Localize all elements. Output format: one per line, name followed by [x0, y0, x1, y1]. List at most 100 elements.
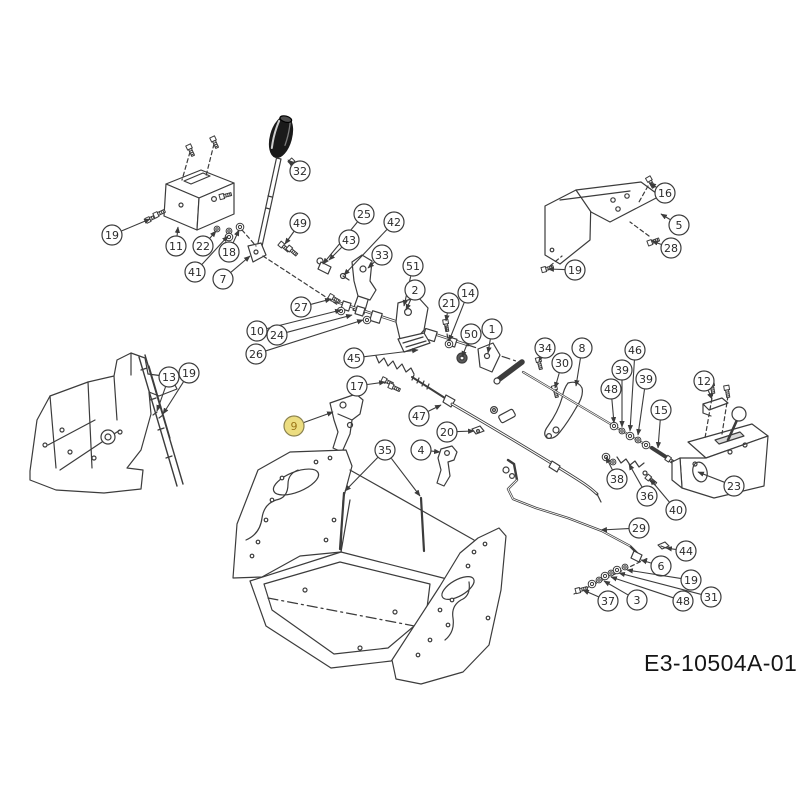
balloon-49[interactable]: 49 — [284, 212, 311, 245]
balloon-51[interactable]: 51 — [402, 255, 424, 307]
balloon-circle — [597, 590, 619, 612]
balloon-circle — [410, 439, 432, 461]
leader-line — [310, 297, 332, 305]
balloon-48[interactable]: 48 — [610, 576, 694, 612]
balloon-46[interactable]: 46 — [624, 339, 646, 432]
leader-line — [574, 358, 581, 387]
balloon-10[interactable]: 10 — [246, 308, 342, 342]
balloon-39[interactable]: 39 — [611, 359, 633, 428]
balloon-47[interactable]: 47 — [408, 404, 442, 427]
leader-line — [655, 420, 662, 449]
balloon-circle — [266, 324, 288, 346]
balloon-label: 25 — [357, 208, 371, 221]
balloon-label: 40 — [669, 504, 683, 517]
balloon-15[interactable]: 15 — [650, 399, 672, 449]
spring-cable-art — [375, 355, 602, 503]
balloon-24[interactable]: 24 — [266, 313, 353, 346]
leader-line — [201, 235, 229, 265]
balloon-8[interactable]: 8 — [571, 337, 593, 387]
balloon-38[interactable]: 38 — [605, 456, 628, 490]
balloon-7[interactable]: 7 — [212, 255, 251, 290]
leader-line — [610, 576, 674, 599]
balloon-31[interactable]: 31 — [618, 571, 722, 608]
balloon-36[interactable]: 36 — [628, 463, 658, 507]
leader-line — [286, 313, 353, 333]
balloon-label: 19 — [568, 264, 582, 277]
balloon-30[interactable]: 30 — [551, 352, 573, 389]
balloon-6[interactable]: 6 — [640, 555, 672, 577]
balloon-37[interactable]: 37 — [582, 589, 619, 612]
leader-line — [582, 589, 599, 598]
balloon-label: 32 — [293, 165, 307, 178]
balloon-label: 1 — [489, 323, 496, 336]
balloon-circle — [371, 244, 393, 266]
balloon-2[interactable]: 2 — [404, 279, 426, 311]
balloon-39[interactable]: 39 — [635, 368, 657, 436]
balloon-label: 30 — [555, 357, 569, 370]
balloon-21[interactable]: 21 — [438, 292, 460, 322]
balloon-label: 7 — [220, 273, 227, 286]
balloon-23[interactable]: 23 — [697, 471, 745, 497]
leader-line — [121, 218, 151, 232]
balloon-circle — [438, 292, 460, 314]
balloon-4[interactable]: 4 — [410, 439, 441, 461]
balloon-19[interactable]: 19 — [101, 218, 151, 246]
balloon-40[interactable]: 40 — [649, 478, 687, 521]
leader-line — [265, 319, 364, 352]
balloon-42[interactable]: 42 — [343, 211, 405, 276]
balloon-34[interactable]: 34 — [534, 337, 556, 362]
balloon-circle — [346, 375, 368, 397]
balloon-29[interactable]: 29 — [600, 517, 650, 539]
diagram-code: E3-10504A-01 — [644, 650, 798, 676]
balloon-17[interactable]: 17 — [346, 375, 386, 397]
balloon-11[interactable]: 11 — [165, 226, 187, 257]
balloon-label: 42 — [387, 216, 401, 229]
leader-line — [209, 230, 217, 239]
balloon-13[interactable]: 13 — [156, 366, 180, 412]
balloon-45[interactable]: 45 — [343, 347, 419, 369]
balloon-5[interactable]: 5 — [660, 213, 690, 236]
leader-line — [174, 226, 181, 236]
leader-line — [610, 399, 617, 424]
balloon-1[interactable]: 1 — [481, 318, 503, 354]
balloon-18[interactable]: 18 — [218, 229, 240, 263]
balloon-26[interactable]: 26 — [245, 319, 364, 365]
balloon-19[interactable]: 19 — [162, 362, 200, 415]
balloon-20[interactable]: 20 — [436, 421, 475, 443]
balloon-48[interactable]: 48 — [600, 378, 622, 424]
balloon-circle — [408, 405, 430, 427]
balloon-35[interactable]: 35 — [344, 439, 421, 497]
balloon-43[interactable]: 43 — [328, 229, 360, 261]
balloon-19[interactable]: 19 — [547, 259, 586, 281]
rod-cluster-art — [521, 370, 690, 487]
leader-line — [344, 457, 379, 492]
balloon-label: 21 — [442, 297, 456, 310]
balloon-41[interactable]: 41 — [184, 235, 229, 283]
balloon-label: 16 — [658, 187, 672, 200]
balloon-50[interactable]: 50 — [460, 323, 482, 358]
balloon-label: 17 — [350, 380, 364, 393]
balloon-9[interactable]: 9 — [283, 411, 334, 437]
leader-line — [547, 266, 565, 272]
balloon-27[interactable]: 27 — [290, 296, 332, 318]
balloon-33[interactable]: 33 — [367, 244, 393, 269]
balloon-12[interactable]: 12 — [693, 370, 715, 400]
bracket-9-art — [329, 393, 364, 453]
balloon-label: 2 — [412, 284, 419, 297]
leader-line — [431, 448, 441, 455]
balloon-19[interactable]: 19 — [626, 568, 702, 591]
balloon-16[interactable]: 16 — [649, 182, 676, 204]
balloon-circle — [668, 214, 690, 236]
balloon-label: 35 — [378, 444, 392, 457]
balloon-label: 15 — [654, 404, 668, 417]
balloon-22[interactable]: 22 — [192, 230, 217, 257]
balloon-3[interactable]: 3 — [603, 580, 648, 611]
balloon-circle — [343, 347, 365, 369]
leader-line — [303, 411, 334, 424]
balloon-14[interactable]: 14 — [448, 282, 479, 342]
balloon-28[interactable]: 28 — [651, 237, 682, 259]
balloon-32[interactable]: 32 — [287, 159, 311, 182]
balloon-44[interactable]: 44 — [665, 540, 697, 562]
leader-line — [230, 255, 251, 273]
